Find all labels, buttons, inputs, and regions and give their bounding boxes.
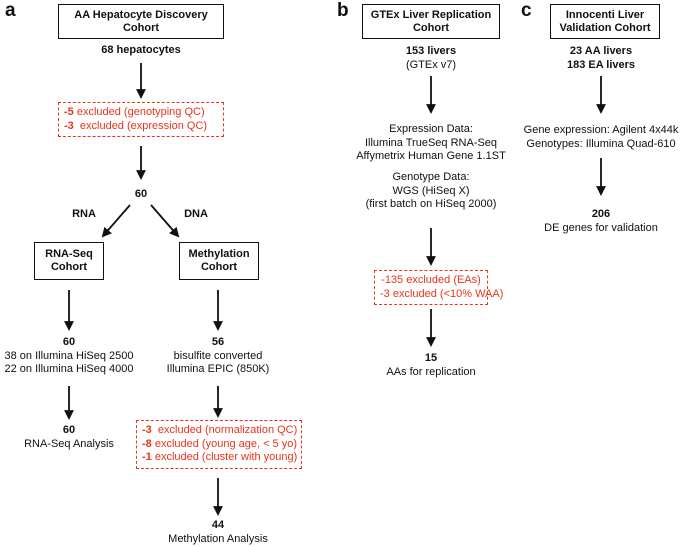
rna-seq-count-block: 60 38 on Illumina HiSeq 2500 22 on Illum… (0, 336, 138, 377)
expression-line: Affymetrix Human Gene 1.1ST (356, 150, 506, 162)
innocenti-final-count: 206 (591, 208, 611, 220)
exclusion-box-gtex: -135 excluded (EAs) -3 excluded (<10% WA… (374, 270, 504, 305)
genotype-data-block: Genotype Data: WGS (HiSeq X) (first batc… (336, 171, 526, 212)
exclusion-count: -5 (64, 106, 74, 118)
rna-seq-analysis-block: 60 RNA-Seq Analysis (4, 424, 134, 451)
replication-cohort-title: GTEx Liver Replication Cohort (370, 8, 492, 34)
validation-cohort-box: Innocenti Liver Validation Cohort (550, 4, 660, 39)
exclusion-text: excluded (expression QC) (73, 119, 208, 132)
innocenti-start-line: 183 EA livers (566, 58, 636, 71)
gtex-final-label: AAs for replication (386, 365, 476, 378)
start-count: 68 hepatocytes (101, 44, 181, 56)
innocenti-start-line: 23 AA livers (569, 45, 633, 57)
innocenti-data-block: Gene expression: Agilent 4x44k Genotypes… (516, 124, 685, 151)
expression-data-block: Expression Data: Illumina TrueSeq RNA-Se… (336, 123, 526, 164)
exclusion-count: -3 (142, 424, 152, 436)
methylation-final-label: Methylation Analysis (168, 532, 268, 545)
innocenti-final-label: DE genes for validation (544, 221, 658, 234)
exclusion-row: -135 excluded (EAs) (381, 274, 481, 286)
exclusion-row: -3 excluded (<10% WAA) (380, 287, 504, 300)
innocenti-data-line: Gene expression: Agilent 4x44k (523, 124, 679, 136)
gtex-start-sub: (GTEx v7) (405, 58, 457, 71)
innocenti-start-block: 23 AA livers 183 EA livers (541, 45, 661, 72)
gtex-start-block: 153 livers (GTEx v7) (361, 45, 501, 72)
methylation-cohort-title: Methylation Cohort (188, 248, 250, 273)
exclusion-box-qc: -5 excluded (genotyping QC) -3 excluded … (58, 102, 224, 137)
exclusion-text: excluded (cluster with young) (151, 451, 298, 463)
rna-branch-label: RNA (72, 208, 96, 220)
methylation-final-count: 44 (211, 519, 225, 531)
genotype-line: Genotype Data: (392, 171, 470, 183)
gtex-final-count: 15 (424, 352, 438, 364)
rna-seq-detail-line: 38 on Illumina HiSeq 2500 (4, 349, 134, 362)
validation-cohort-title: Innocenti Liver Validation Cohort (559, 8, 651, 34)
exclusion-row: -5 excluded (genotyping QC) (64, 106, 218, 120)
arrow-diagonal-icon (150, 204, 180, 238)
gtex-final-block: 15 AAs for replication (361, 352, 501, 379)
exclusion-count: -3 (64, 119, 74, 132)
replication-cohort-box: GTEx Liver Replication Cohort (362, 4, 500, 39)
expression-line: Expression Data: (389, 123, 473, 135)
discovery-cohort-box: AA Hepatocyte Discovery Cohort (58, 4, 224, 39)
panel-letter-c: c (521, 0, 532, 21)
rna-seq-final-label: RNA-Seq Analysis (24, 437, 114, 450)
exclusion-text: excluded (normalization QC) (151, 424, 298, 436)
methylation-detail-line: bisulfite converted (173, 349, 263, 362)
exclusion-box-methylation: -3 excluded (normalization QC) -8 exclud… (136, 420, 302, 469)
genotype-line: WGS (HiSeq X) (392, 184, 470, 197)
exclusion-text: excluded (genotyping QC) (73, 106, 205, 118)
exclusion-row: -3 excluded (expression QC) (64, 120, 218, 134)
gtex-start-count: 153 livers (405, 45, 457, 57)
rna-seq-cohort-box: RNA-Seq Cohort (34, 242, 104, 280)
methylation-count-block: 56 bisulfite converted Illumina EPIC (85… (148, 336, 288, 377)
methylation-count: 56 (211, 336, 225, 348)
rna-seq-final-count: 60 (62, 424, 76, 436)
rna-seq-count: 60 (62, 336, 76, 348)
arrow-diagonal-icon (101, 204, 131, 238)
expression-line: Illumina TrueSeq RNA-Seq (364, 136, 498, 149)
split-count: 60 (134, 188, 148, 200)
methylation-detail-line: Illumina EPIC (850K) (166, 363, 270, 375)
discovery-cohort-title: AA Hepatocyte Discovery Cohort (74, 8, 208, 34)
methylation-cohort-box: Methylation Cohort (179, 242, 259, 280)
exclusion-row: -3 excluded (normalization QC) (142, 424, 298, 438)
exclusion-count: -1 (142, 451, 152, 463)
rna-seq-detail-line: 22 on Illumina HiSeq 4000 (4, 363, 134, 375)
methylation-analysis-block: 44 Methylation Analysis (148, 519, 288, 546)
panel-letter-a: a (5, 0, 16, 21)
innocenti-final-block: 206 DE genes for validation (531, 208, 671, 235)
rna-seq-cohort-title: RNA-Seq Cohort (45, 248, 93, 273)
genotype-line: (first batch on HiSeq 2000) (365, 198, 497, 210)
dna-branch-label: DNA (184, 208, 208, 220)
exclusion-row: -1 excluded (cluster with young) (142, 451, 298, 465)
exclusion-row: -8 excluded (young age, < 5 yo) (142, 437, 298, 452)
panel-letter-b: b (337, 0, 349, 21)
exclusion-text: excluded (young age, < 5 yo) (151, 437, 298, 450)
exclusion-count: -8 (142, 437, 152, 450)
innocenti-data-line: Genotypes: Illumina Quad-610 (526, 137, 676, 150)
